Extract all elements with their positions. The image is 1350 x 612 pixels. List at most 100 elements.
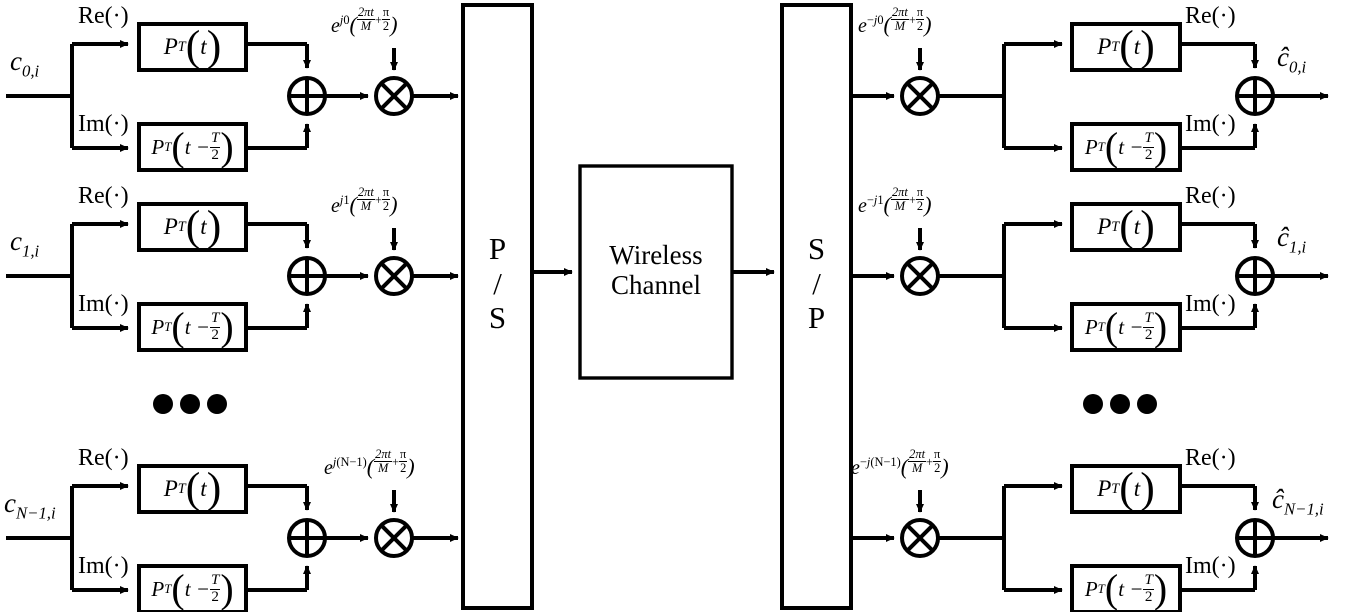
ptd-den: 2 (211, 326, 219, 343)
tx-adder-row0 (287, 76, 327, 116)
rx-re-label-row0: Re(·) (1185, 3, 1236, 29)
ptd-sub: T (1097, 139, 1105, 154)
exp-plus: + (926, 455, 934, 470)
tx-adder-row2 (287, 518, 327, 558)
pt-sub: T (1111, 480, 1120, 497)
tx-im-label-row1: Im(·) (78, 291, 129, 317)
ptd-num: T (1143, 129, 1154, 148)
tx-input-label-row2: cN−1,i (4, 490, 56, 522)
ptd-lead: t − (184, 314, 210, 339)
ptd-den: 2 (1144, 588, 1153, 605)
tx-row-1-wires (6, 219, 459, 333)
pt-sub: T (177, 38, 186, 55)
ptd-num: T (209, 309, 221, 328)
ptd-lead: t − (184, 576, 210, 601)
pt-sub: T (177, 480, 186, 497)
ps-line-2: S (488, 300, 507, 336)
exp-den: M (360, 199, 372, 214)
exp-j: j (873, 13, 878, 28)
tx-im-label-row2: Im(·) (78, 553, 129, 579)
pt-arg: t (200, 34, 207, 59)
exp-num: 2πt (890, 5, 909, 21)
ptd-lead: t − (184, 134, 210, 159)
exp-den2: 2 (916, 199, 924, 214)
sp-line-2: P (807, 300, 826, 336)
ptd-sub: T (1097, 319, 1105, 334)
rx-output-base-row2: ĉ (1272, 484, 1284, 514)
ptd-num: T (209, 129, 221, 148)
tx-multiplier-row2 (374, 518, 414, 558)
exp-num2: π (381, 185, 391, 201)
tx-pt-box-row0-imag (137, 122, 248, 172)
tx-im-label-row0: Im(·) (78, 111, 129, 137)
pt-sub: T (1111, 38, 1120, 55)
ptd-lead: t − (1118, 576, 1144, 601)
sp-block-rect (780, 3, 853, 610)
ptd-p: P (151, 576, 165, 601)
tx-row-2-wires (6, 481, 459, 595)
rx-im-label-row1: Im(·) (1185, 291, 1236, 317)
exp-num2: π (399, 447, 408, 463)
tx-input-base-row1: c (10, 226, 22, 256)
rx-multiplier-row2 (900, 518, 940, 558)
ptd-den: 2 (211, 588, 219, 605)
rx-adder-row2 (1235, 518, 1275, 558)
exp-num: 2πt (356, 5, 375, 21)
exp-e: e (858, 15, 867, 38)
ptd-lead: t − (1118, 314, 1144, 339)
tx-multiplier-row1 (374, 256, 414, 296)
tx-input-label-row1: c1,i (10, 228, 39, 260)
exp-num2: π (381, 5, 391, 21)
tx-input-base-row2: c (4, 488, 16, 518)
ptd-num: T (1143, 309, 1154, 328)
tx-multiplier-row0 (374, 76, 414, 116)
exp-index: 1 (877, 193, 884, 208)
rx-ellipsis-dots (1083, 394, 1157, 414)
ptd-p: P (1084, 314, 1098, 339)
ptd-sub: T (164, 581, 172, 596)
rx-pt-box-row0-imag (1070, 122, 1182, 172)
rx-output-base-row0: ĉ (1277, 42, 1289, 72)
exp-den2: 2 (400, 461, 407, 476)
exp-num: 2πt (890, 185, 909, 201)
pt-p: P (163, 476, 178, 501)
exp-den2: 2 (916, 19, 924, 34)
sp-line-1: / (812, 265, 821, 301)
exp-e: e (324, 457, 333, 480)
exp-den2: 2 (382, 19, 390, 34)
wireless-channel-label: Wireless Channel (580, 240, 732, 300)
ptd-lead: t − (1118, 134, 1144, 159)
tx-ellipsis-dots (153, 394, 227, 414)
pt-sub: T (177, 218, 186, 235)
exp-num2: π (915, 5, 925, 21)
rx-adder-row1 (1235, 256, 1275, 296)
exp-j: j (339, 13, 344, 28)
tx-pt-box-row1-real (137, 202, 248, 252)
exp-index: (N−1) (870, 455, 901, 470)
exp-e: e (851, 457, 860, 480)
rx-pt-box-row0-real (1070, 22, 1182, 72)
tx-pt-box-row2-imag (137, 564, 248, 612)
rx-multiplier-row1 (900, 256, 940, 296)
rx-adder-row0 (1235, 76, 1275, 116)
exp-plus: + (392, 455, 400, 470)
rx-re-label-row1: Re(·) (1185, 183, 1236, 209)
exp-index: 0 (343, 13, 350, 28)
exp-den: M (894, 19, 906, 34)
exp-sign: − (859, 455, 867, 470)
tx-input-sub-row1: 1,i (21, 241, 40, 261)
exp-index: 1 (343, 193, 350, 208)
rx-output-label-row1: ĉ1,i (1277, 224, 1306, 256)
rx-output-label-row2: ĉN−1,i (1272, 486, 1324, 518)
exp-e: e (331, 15, 340, 38)
tx-input-label-row0: c0,i (10, 48, 39, 80)
ps-line-1: / (493, 265, 502, 301)
pt-p: P (1097, 476, 1112, 501)
